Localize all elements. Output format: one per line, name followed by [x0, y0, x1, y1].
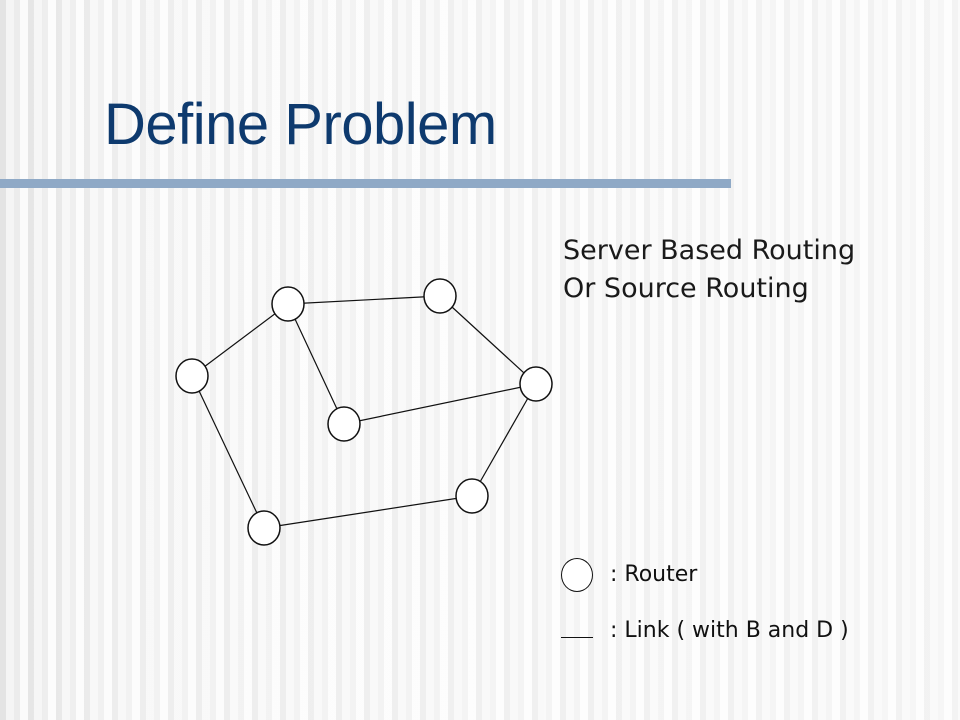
router-node: [175, 358, 209, 394]
network-link: [191, 375, 265, 529]
network-link: [191, 303, 289, 377]
network-link: [263, 495, 473, 529]
network-link: [287, 295, 441, 305]
title-underline: [0, 179, 731, 188]
legend-link-label: : Link ( with B and D ): [610, 618, 849, 643]
router-node: [271, 286, 305, 322]
network-link: [439, 295, 537, 385]
network-link: [343, 383, 537, 425]
legend-link-symbol: [561, 637, 593, 638]
legend-router-label: : Router: [610, 562, 698, 587]
router-node: [327, 406, 361, 442]
subtitle-line-2: Or Source Routing: [563, 273, 809, 304]
slide-subtitle: Server Based Routing Or Source Routing: [563, 232, 855, 308]
router-node: [455, 478, 489, 514]
slide-title: Define Problem: [104, 92, 497, 157]
subtitle-line-1: Server Based Routing: [563, 235, 856, 266]
legend-router-symbol: [561, 558, 593, 592]
router-node: [519, 366, 553, 402]
network-link: [471, 383, 537, 497]
router-node: [423, 278, 457, 314]
network-link: [287, 303, 345, 425]
router-node: [247, 510, 281, 546]
